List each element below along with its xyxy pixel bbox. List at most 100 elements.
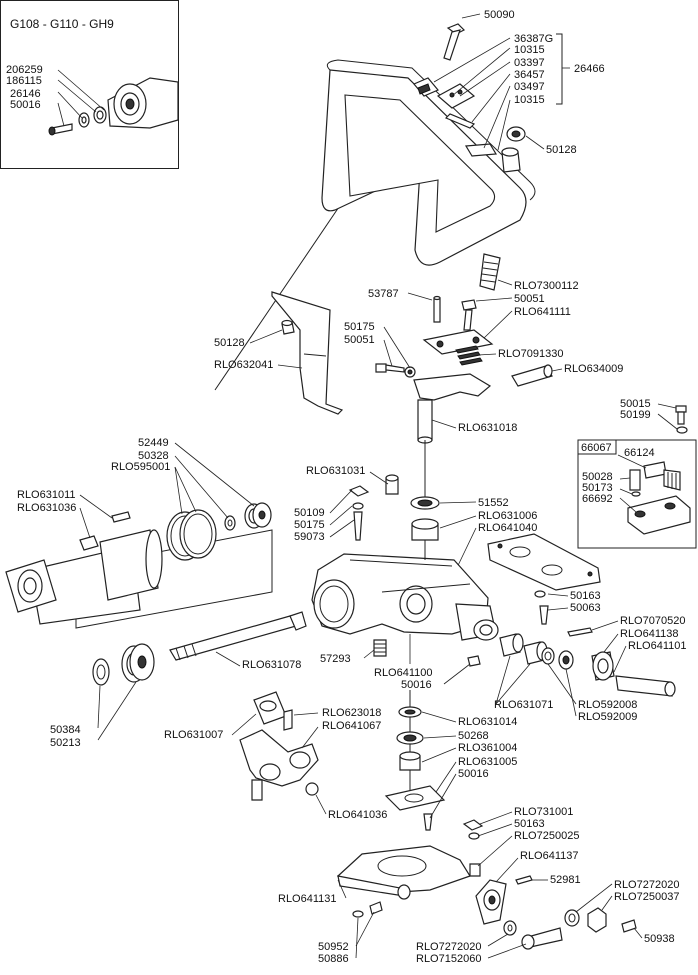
label-50051-side: 50051	[344, 334, 375, 346]
label-RLO731001: RLO731001	[514, 806, 573, 818]
washer-50384	[92, 658, 110, 686]
label-66692: 66692	[582, 493, 613, 505]
label-50938: 50938	[644, 933, 675, 945]
spring-RLO7300112	[479, 253, 501, 291]
label-RLO7272020-right: RLO7272020	[614, 879, 679, 891]
sub-box-66067: 66067 66124 50028 50173 66692	[577, 439, 697, 549]
label-RLO641100: RLO641100	[374, 667, 433, 679]
label-RLO592009: RLO592009	[578, 711, 637, 723]
fitting-RLO631031	[385, 474, 399, 495]
screw-50938	[621, 919, 637, 933]
label-50886: 50886	[318, 953, 349, 965]
label-50175-top: 50175	[344, 321, 375, 333]
label-RLO595001: RLO595001	[111, 461, 170, 473]
label-26146: 26146	[10, 88, 41, 100]
pin-RLO634009	[511, 364, 553, 387]
label-50163-lower: 50163	[514, 818, 545, 830]
label-RLO641111: RLO641111	[514, 306, 571, 318]
bracket-RLO632041	[271, 291, 344, 415]
screw-RLO7250025	[469, 863, 481, 877]
shims-RLO7091330	[455, 345, 483, 366]
label-50952: 50952	[318, 941, 349, 953]
spring-66124	[643, 461, 681, 491]
plug-57293	[373, 639, 387, 657]
cylinder-body	[5, 529, 163, 625]
flange-RLO631005	[384, 785, 446, 811]
label-50199: 50199	[620, 409, 651, 421]
washer-RLO7272020-right	[564, 909, 580, 927]
label-50128-left: 50128	[214, 337, 245, 349]
nut-50128-top	[506, 126, 526, 142]
label-50384: 50384	[50, 724, 81, 736]
label-36457: 36457	[514, 69, 545, 81]
screw-50028	[629, 469, 641, 491]
label-RLO631014: RLO631014	[458, 716, 517, 728]
label-50213: 50213	[50, 737, 81, 749]
nut-RLO731001	[462, 819, 484, 831]
label-RLO641131: RLO641131	[278, 893, 337, 905]
block-36387G	[413, 77, 439, 97]
eye-RLO641138	[591, 651, 615, 681]
label-53787: 53787	[368, 288, 399, 300]
handle-assembly	[214, 59, 536, 391]
label-RLO641067: RLO641067	[322, 720, 381, 732]
strip-36457	[444, 113, 476, 129]
screw-50063	[539, 605, 549, 625]
collar-RLO631007	[253, 691, 287, 725]
label-RLO7250025: RLO7250025	[514, 830, 579, 842]
bushing-RLO361004	[399, 751, 421, 771]
washer-RLO7272020-left	[503, 920, 517, 936]
washer-50173	[631, 491, 641, 497]
label-50015: 50015	[620, 398, 651, 410]
plate-03397	[436, 83, 476, 109]
label-50016: 50016	[10, 99, 41, 111]
label-RLO641101: RLO641101	[628, 640, 687, 652]
screw-50015	[675, 405, 687, 425]
label-66067: 66067	[581, 442, 612, 454]
label-03497: 03497	[514, 81, 545, 93]
washer-50163-right	[534, 590, 546, 598]
inset-nut-186115	[93, 106, 107, 124]
washer-50163-lower	[468, 832, 480, 840]
label-RLO631005: RLO631005	[458, 756, 517, 768]
label-RLO7300112: RLO7300112	[514, 280, 579, 292]
label-RLO631036: RLO631036	[17, 502, 76, 514]
label-10315b: 10315	[514, 94, 545, 106]
plate-RLO641111	[422, 329, 494, 355]
label-50173: 50173	[582, 482, 613, 494]
label-59073: 59073	[294, 531, 325, 543]
inset-title: G108 - G110 - GH9	[10, 17, 114, 31]
label-50028: 50028	[582, 471, 613, 483]
bushing-RLO631006	[411, 518, 439, 541]
label-51552: 51552	[478, 497, 509, 509]
washer-50199	[676, 426, 688, 434]
label-50128-top: 50128	[546, 144, 577, 156]
label-03397: 03397	[514, 57, 545, 69]
label-RLO623018: RLO623018	[322, 707, 381, 719]
label-RLO631011: RLO631011	[17, 489, 76, 501]
washer-50175-top	[404, 366, 416, 378]
pin-RLO641101	[615, 675, 676, 697]
inset-box: G108 - G110 - GH9 206259 186115 26146 50…	[0, 0, 179, 169]
washer-50175-mid	[352, 502, 364, 510]
screw-50090	[443, 13, 481, 61]
bearing-52449	[244, 502, 272, 529]
bearing-RLO592009	[558, 650, 574, 670]
label-50268: 50268	[458, 730, 489, 742]
label-50175-mid: 50175	[294, 519, 325, 531]
label-RLO592008: RLO592008	[578, 699, 637, 711]
label-50109: 50109	[294, 507, 325, 519]
label-RLO7272020-left: RLO7272020	[416, 941, 481, 953]
label-10315a: 10315	[514, 44, 545, 56]
bearing-50213	[121, 643, 155, 683]
bolt-50016-mid	[467, 655, 481, 667]
label-50051-top: 50051	[514, 293, 545, 305]
label-RLO631018: RLO631018	[458, 422, 517, 434]
bushing-RLO631071	[499, 633, 548, 665]
bearing-51552	[410, 496, 440, 510]
shaft-RLO631078	[169, 611, 307, 661]
label-50063: 50063	[570, 602, 601, 614]
label-RLO631006: RLO631006	[478, 510, 537, 522]
plate-03497	[464, 143, 498, 157]
